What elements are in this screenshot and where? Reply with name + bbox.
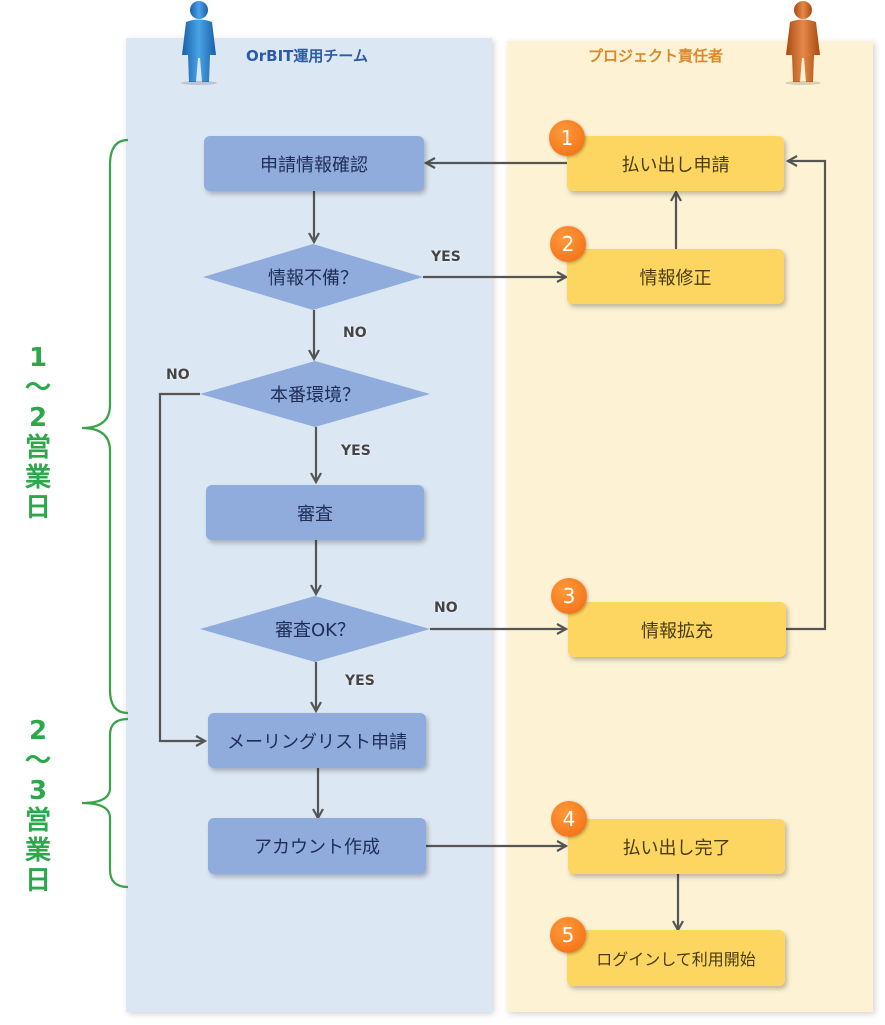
process-confirm: 申請情報確認 — [204, 136, 424, 191]
edge-label-yes-incomplete: YES — [431, 249, 461, 265]
edge-label-no-incomplete: NO — [343, 325, 367, 341]
brace-period-2 — [81, 717, 129, 889]
lane-title-orbit-team: OrBIT運用チーム — [246, 47, 368, 65]
edge-label-no-production: NO — [166, 367, 190, 383]
brace-period-1 — [81, 138, 129, 715]
decision-incomplete-label: 情報不備？ — [268, 268, 358, 289]
edge-label-yes-review: YES — [345, 673, 375, 689]
process-apply: 払い出し申請 — [567, 136, 784, 191]
lane-title-project-owner: プロジェクト責任者 — [588, 47, 724, 65]
period-label-1: 1 〜 2 営 業 日 — [24, 343, 51, 523]
edge-label-no-review: NO — [434, 600, 458, 616]
step-badge-2: 2 — [550, 226, 586, 262]
step-badge-1: 1 — [549, 120, 585, 156]
process-expand: 情報拡充 — [568, 602, 786, 657]
process-done: 払い出し完了 — [568, 819, 785, 874]
process-account: アカウント作成 — [208, 818, 426, 874]
process-review: 審査 — [206, 485, 424, 540]
process-mailing-list: メーリングリスト申請 — [208, 713, 426, 768]
step-badge-4: 4 — [551, 801, 587, 837]
process-login: ログインして利用開始 — [567, 930, 785, 986]
edge-label-yes-production: YES — [341, 443, 371, 459]
period-label-2: 2 〜 3 営 業 日 — [24, 716, 51, 896]
decision-review-ok-label: 審査OK？ — [275, 620, 355, 641]
step-badge-5: 5 — [550, 917, 586, 953]
step-badge-3: 3 — [551, 578, 587, 614]
decision-production-label: 本番環境？ — [270, 385, 360, 406]
process-fix: 情報修正 — [567, 249, 784, 304]
